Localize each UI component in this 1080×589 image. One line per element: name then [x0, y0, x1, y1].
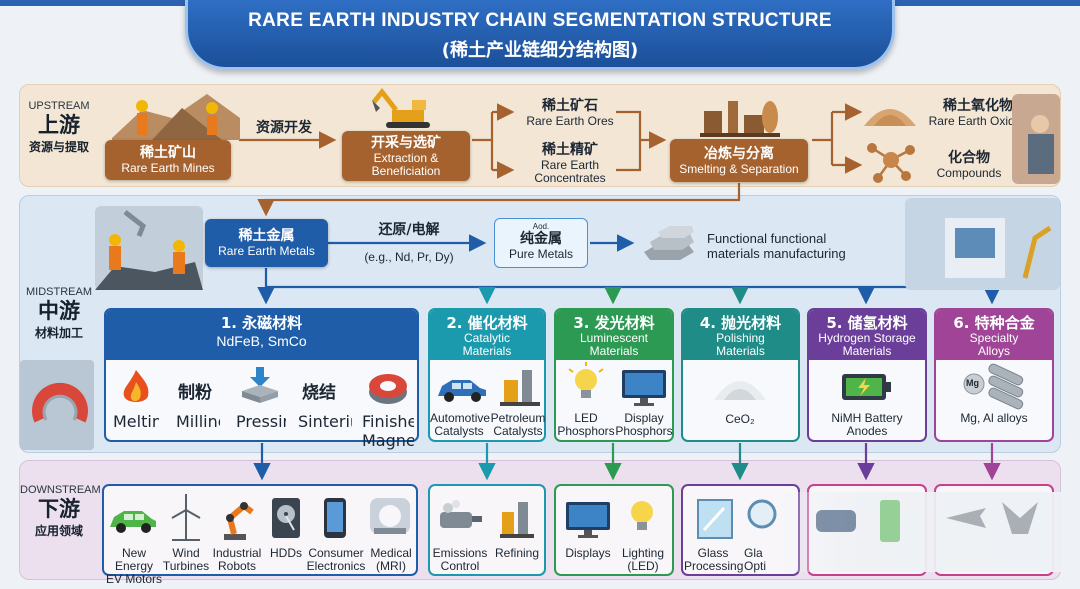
rare-earth-ores-node: 稀土矿石 Rare Earth Ores	[526, 98, 614, 128]
press-icon	[242, 367, 278, 403]
glass-pane-icon	[697, 499, 733, 539]
alloy-rods-icon	[963, 363, 1024, 410]
display-screen-icon	[566, 502, 610, 538]
petroleum-catalysts-label: Petroleum Catalysts	[490, 411, 546, 438]
rare-earth-oxides-node: 稀土氧化物 Rare Earth Oxides	[928, 98, 1028, 128]
category-polishing: 4. 抛光材料 Polishing Materials	[681, 308, 800, 442]
finished-magnets-label: Finished Magnets	[362, 412, 414, 450]
industrial-robot-icon	[224, 502, 254, 540]
reduction-electrolysis-label: 还原/电解 (e.g., Nd, Pr, Dy)	[364, 222, 454, 264]
category-specialty-alloys: 6. 特种合金 Specialty Alloys	[934, 308, 1054, 442]
mri-scanner-icon	[370, 498, 410, 534]
downstream-magnet-apps	[102, 484, 418, 576]
jet-icon	[1002, 502, 1038, 534]
oxide-powder-icon	[864, 109, 916, 126]
melting-label: Melting	[113, 412, 159, 431]
flame-icon	[123, 370, 149, 402]
mine-illustration-icon	[112, 94, 240, 140]
metal-ingots-icon	[644, 226, 694, 260]
sintering-label: Sintering	[298, 412, 352, 431]
smartphone-icon	[324, 498, 346, 538]
header-banner: RARE EARTH INDUSTRY CHAIN SEGMENTATION S…	[185, 0, 895, 70]
excavator-icon	[372, 87, 430, 128]
monitor-icon	[622, 370, 666, 406]
led-phosphors-label: LED Phosphors	[557, 411, 615, 438]
fade-overlay	[772, 492, 1062, 572]
resource-development-label: 资源开发	[256, 120, 312, 136]
led-bulb-icon	[631, 501, 653, 530]
battery-cell-icon	[880, 500, 900, 542]
nimh-battery-label: NiMH Battery Anodes	[831, 411, 903, 438]
factory-machinery-icon	[905, 198, 1060, 290]
exhaust-control-icon	[440, 500, 482, 528]
hdds-label: HDDs	[270, 546, 302, 560]
page-subtitle: (稀土产业链细分结构图)	[441, 40, 639, 61]
refining-plant-icon	[500, 502, 534, 538]
milling-label: Milling	[176, 412, 220, 431]
ceria-powder-icon	[714, 381, 766, 400]
pure-metals-node: Aod. 纯金属 Pure Metals	[494, 218, 588, 268]
pressing-label: Pressing	[236, 412, 286, 431]
sintering-zh-label: 烧结	[302, 383, 336, 403]
rare-earth-concentrates-node: 稀土精矿 Rare Earth Concentrates	[534, 142, 606, 185]
smelting-plant-icon	[700, 101, 780, 137]
displays-label: Displays	[565, 546, 611, 560]
rare-earth-metals-node: 稀土金属 Rare Earth Metals	[205, 219, 328, 267]
header-rule-right	[880, 0, 1080, 6]
automotive-catalysts-label: Automotive Catalysts	[430, 411, 491, 438]
compounds-node: 化合物 Compounds	[936, 150, 1002, 180]
hybrid-vehicle-icon	[816, 510, 856, 532]
wind-turbine-icon	[171, 494, 201, 541]
extraction-beneficiation-node: 开采与选矿 Extraction & Beneficiation	[342, 131, 470, 181]
ev-car-icon	[110, 511, 156, 533]
compound-molecule-icon	[867, 143, 915, 183]
display-phosphors-label: Display Phosphors	[615, 411, 673, 438]
milling-zh-label: 制粉	[178, 383, 212, 403]
aircraft-icon	[946, 508, 986, 528]
car-icon	[438, 380, 486, 402]
refinery-icon	[500, 370, 540, 406]
chemist-photo-icon	[1012, 94, 1060, 184]
medical-mri-label: Medical(MRI)	[370, 546, 412, 573]
rare-earth-mines-node: 稀土矿山 Rare Earth Mines	[105, 140, 231, 180]
page-title: RARE EARTH INDUSTRY CHAIN SEGMENTATION S…	[248, 10, 832, 31]
light-bulb-icon	[568, 362, 604, 398]
mg-al-alloys-label: Mg, Al alloys	[960, 411, 1028, 425]
functional-materials-label: Functional functional materials manufact…	[707, 231, 846, 261]
mg-badge-label: Mg	[966, 378, 979, 388]
battery-icon	[842, 374, 891, 400]
workers-robot-icon	[95, 206, 203, 290]
upstream-stage-label: UPSTREAM 上游 资源与提取	[28, 100, 90, 154]
lighting-led-label: Lighting(LED)	[621, 546, 665, 573]
ceria-label: CeO₂	[725, 412, 755, 426]
magnet-photo-icon	[20, 360, 94, 450]
category-hydrogen-storage: 5. 储氢材料 Hydrogen Storage Materials	[807, 308, 927, 442]
smelting-separation-node: 冶炼与分离 Smelting & Separation	[670, 139, 808, 182]
midstream-stage-label: MIDSTREAM 中游 材料加工	[26, 286, 92, 340]
downstream-stage-label: DOWNSTREAM 下游 应用领域	[20, 484, 101, 538]
hdd-icon	[272, 498, 300, 538]
refining-label: Refining	[494, 546, 540, 560]
ring-magnet-icon	[369, 374, 407, 404]
header-rule-left	[0, 0, 200, 6]
